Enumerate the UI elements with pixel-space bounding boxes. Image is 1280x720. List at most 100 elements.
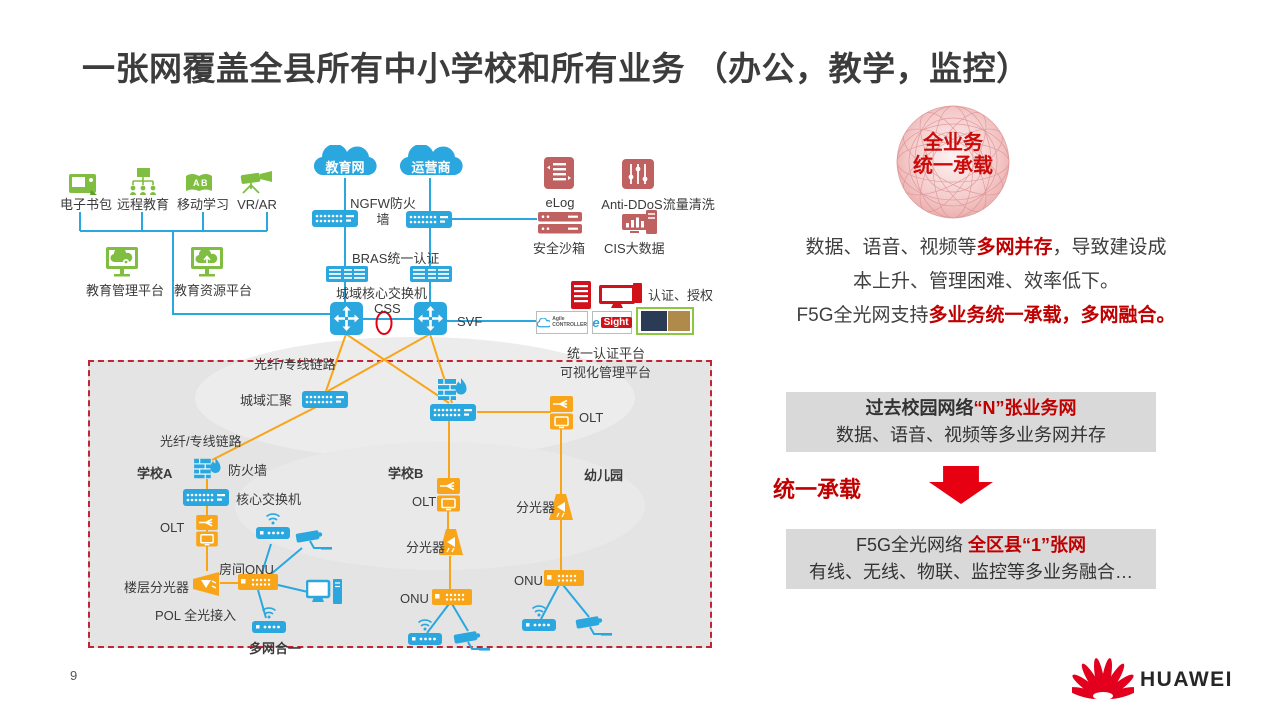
sandbox-icon (538, 212, 582, 234)
school-a-core-switch-icon (183, 489, 229, 506)
school-a-room-onu-label: 房间ONU (219, 562, 274, 577)
school-a-pol-label: POL 全光接入 (155, 608, 237, 623)
mobile-learning-icon: A B (186, 174, 212, 191)
visual-mgmt-label: 可视化管理平台 (560, 365, 652, 380)
ngfw-switch-icon-left (312, 210, 358, 227)
f5g-network-box: F5G全光网络 全区县“1”张网 有线、无线、物联、监控等多业务融合… (786, 529, 1156, 589)
school-a-onu-icon (238, 574, 278, 590)
school-b-splitter-label: 分光器 (406, 540, 446, 555)
bras-icon-right (410, 266, 452, 282)
full-service-sphere (896, 105, 1010, 219)
carrier-network-cloud (400, 145, 463, 176)
unified-bearing-label: 统一承载 (773, 477, 862, 502)
cloud-label-carrier: 运营商 (411, 160, 451, 175)
screen-dark (640, 311, 667, 331)
page-number: 9 (70, 668, 78, 683)
school-a-floor-splitter-label: 楼层分光器 (124, 580, 190, 595)
kindergarten-onu-label: ONU (514, 573, 543, 588)
platform-label-res: 教育资源平台 (174, 283, 253, 298)
edu-resource-platform-icon (191, 247, 223, 277)
kindergarten-label: 幼儿园 (584, 468, 624, 483)
antiddos-icon (622, 159, 654, 189)
css-label: CSS (374, 301, 401, 316)
metro-agg-label: 城域汇聚 (240, 393, 293, 408)
huawei-wordmark: HUAWEI (1140, 668, 1233, 691)
kindergarten-camera-icon (575, 616, 612, 636)
screen-tan (667, 311, 690, 331)
problem-paragraph: 数据、语音、视频等多网并存，导致建设成 本上升、管理困难、效率低下。 F5G全光… (796, 237, 1176, 326)
cloud-label-edu: 教育网 (325, 160, 365, 175)
school-a-olt-label: OLT (160, 520, 185, 535)
bras-icon-left (326, 266, 368, 282)
core-switch-label: 城域核心交换机 (336, 286, 428, 301)
svf-label: SVF (457, 314, 483, 329)
svg-text:A: A (193, 178, 200, 188)
svg-text:B: B (201, 178, 208, 188)
fiber-link-label-top: 光纤/专线链路 (254, 357, 336, 372)
school-a-pc-icon (306, 579, 342, 604)
unified-auth-label: 统一认证平台 (567, 346, 646, 361)
education-network-cloud (314, 145, 377, 176)
metro-olt-label: OLT (579, 410, 604, 425)
campus-area-border (88, 360, 712, 648)
auth-label: 认证、授权 (648, 288, 714, 303)
esight-logo: e Sight (592, 311, 632, 334)
metro-agg-switch-icon (302, 391, 348, 408)
antiddos-label: Anti-DDoS流量清洗 (601, 197, 715, 212)
past-network-box: 过去校园网络“N”张业务网 数据、语音、视频等多业务网并存 (786, 392, 1156, 452)
huawei-logo-icon (1072, 658, 1134, 700)
school-a-floor-splitter-icon (193, 572, 219, 596)
app-label-remote: 远程教育 (116, 197, 169, 212)
app-label-mobile: 移动学习 (176, 197, 229, 212)
metro-firewall-icon (438, 378, 467, 400)
auth-monitor-icon (599, 283, 642, 308)
e-schoolbag-icon (69, 174, 97, 195)
cis-bigdata-icon (622, 210, 657, 234)
kindergarten-splitter-label: 分光器 (516, 500, 556, 515)
school-a-firewall-label: 防火墙 (228, 463, 268, 478)
ngfw-label: NGFW防火墙 (350, 196, 416, 227)
agile-controller-logo: Agile CONTROLLER (536, 311, 588, 334)
elog-label: eLog (545, 195, 575, 210)
school-a-ap-icon-2 (252, 607, 286, 633)
school-b-camera-icon (453, 631, 490, 651)
bras-label: BRAS统一认证 (352, 251, 440, 266)
school-a-multi-net-label: 多网合一 (249, 641, 302, 656)
management-screens-logo (636, 307, 694, 335)
app-label-ebag: 电子书包 (59, 197, 112, 212)
agile-cloud-icon (537, 317, 551, 327)
school-a-camera-icon (295, 530, 332, 550)
school-a-olt-icon (196, 515, 218, 547)
auth-server-icon (571, 281, 591, 309)
school-b-splitter-icon (439, 529, 463, 555)
school-a-label: 学校A (137, 466, 173, 481)
page-title: 一张网覆盖全县所有中小学校和所有业务 （办公，教学，监控） (82, 50, 1030, 87)
school-a-core-switch-label: 核心交换机 (236, 492, 302, 507)
css-cluster-ring (375, 311, 393, 335)
school-a-ap-icon-1 (256, 513, 290, 539)
sandbox-label: 安全沙箱 (533, 241, 586, 256)
school-a-firewall-icon (194, 457, 221, 479)
elog-icon (544, 157, 574, 189)
school-b-ap-icon (408, 619, 442, 645)
kindergarten-ap-icon (522, 605, 556, 631)
cis-bigdata-label: CIS大数据 (604, 241, 665, 256)
school-b-label: 学校B (388, 466, 424, 481)
remote-education-icon (130, 168, 156, 195)
kindergarten-onu-icon (544, 570, 584, 586)
school-b-olt-label: OLT (412, 494, 437, 509)
edu-mgmt-platform-icon (106, 247, 138, 277)
school-b-onu-label: ONU (400, 591, 429, 606)
ngfw-switch-icon-right (406, 211, 452, 228)
metro-edge-switch-icon (430, 404, 476, 421)
fiber-link-label-mid: 光纤/专线链路 (160, 434, 242, 449)
app-label-vrar: VR/AR (237, 197, 277, 212)
full-service-badge-text: 全业务 统一承载 (913, 132, 993, 177)
kindergarten-splitter-icon (549, 494, 573, 520)
platform-label-mgmt: 教育管理平台 (86, 283, 165, 298)
core-router-icon-left (330, 302, 363, 335)
metro-olt-icon (550, 396, 573, 430)
school-b-onu-icon (432, 589, 472, 605)
